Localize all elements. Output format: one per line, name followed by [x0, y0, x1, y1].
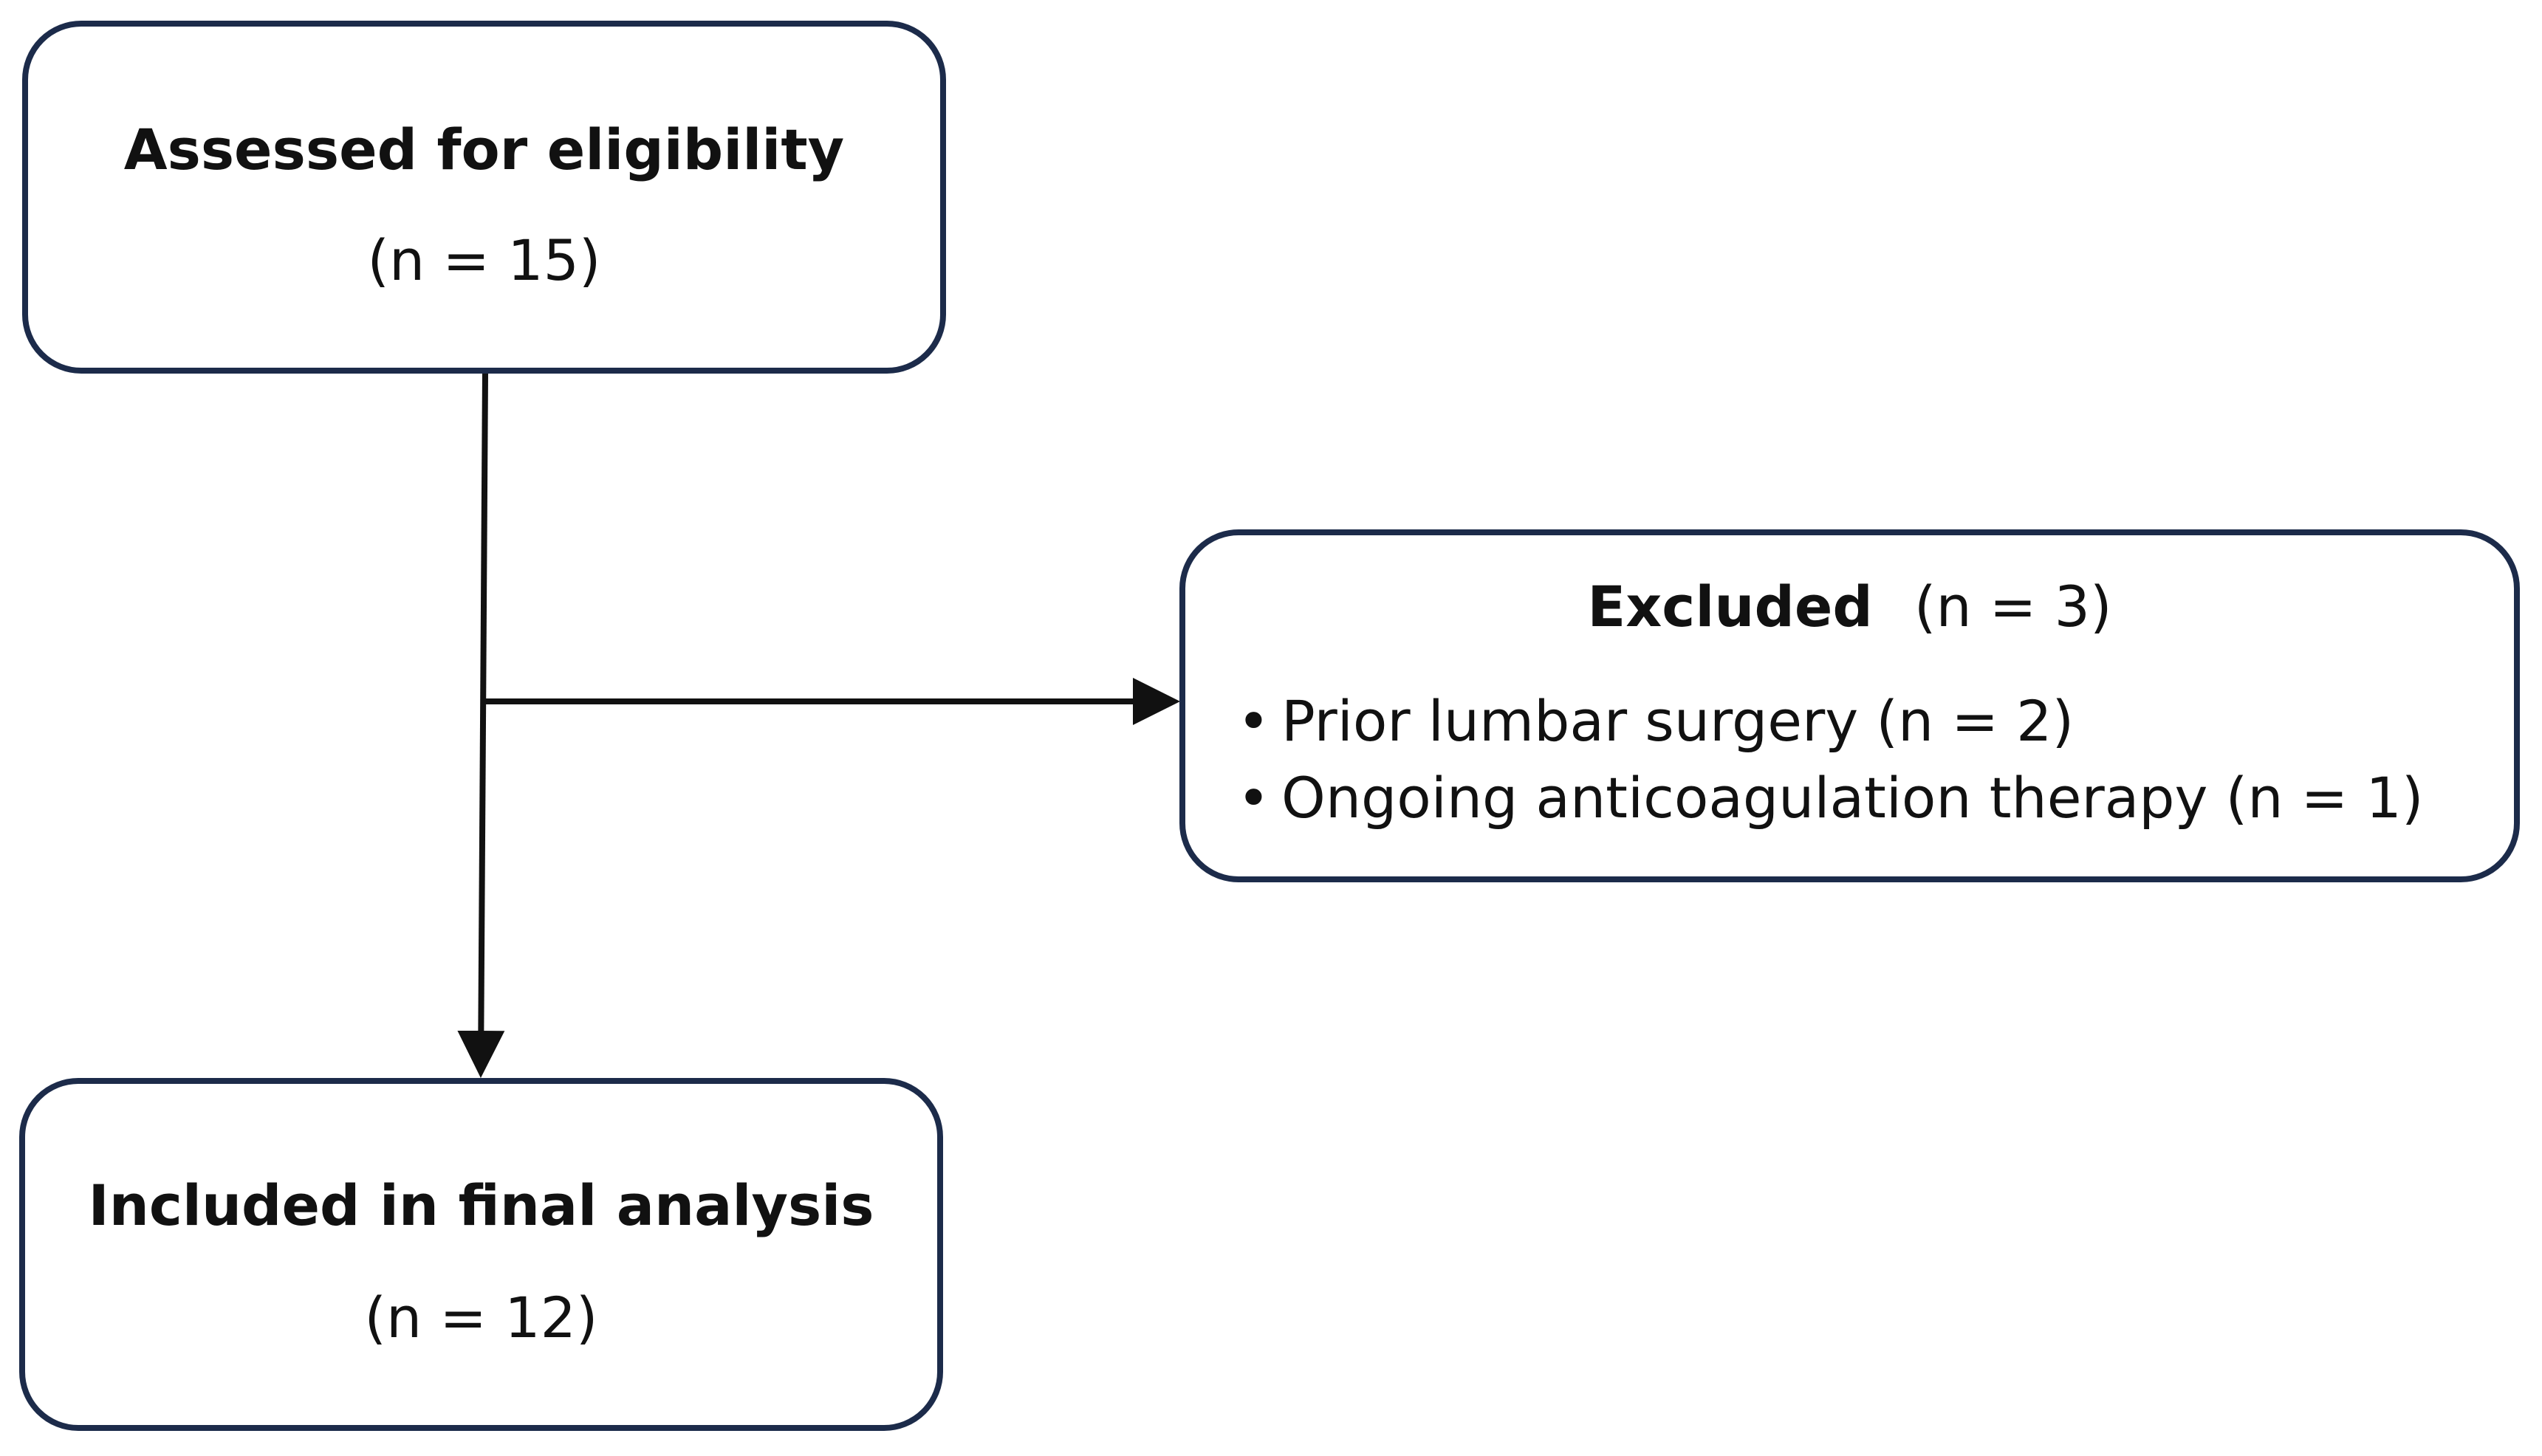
excluded-header: Excluded (n = 3)	[1185, 574, 2514, 640]
excluded-title: Excluded	[1587, 574, 1873, 639]
included-box: Included in final analysis (n = 12)	[19, 1078, 943, 1431]
excluded-count: (n = 3)	[1914, 574, 2112, 639]
exclusion-reason: •Ongoing anticoagulation therapy (n = 1)	[1237, 760, 2424, 837]
bullet-icon: •	[1237, 765, 1270, 831]
included-count: (n = 12)	[364, 1285, 598, 1350]
exclusion-reason-text: Prior lumbar surgery (n = 2)	[1281, 688, 2075, 754]
exclusion-reason-text: Ongoing anticoagulation therapy (n = 1)	[1281, 765, 2424, 831]
exclusion-reasons-list: •Prior lumbar surgery (n = 2) •Ongoing a…	[1237, 683, 2424, 837]
assessed-box: Assessed for eligibility (n = 15)	[22, 21, 946, 374]
assessed-count: (n = 15)	[367, 227, 601, 293]
exclusion-reason: •Prior lumbar surgery (n = 2)	[1237, 683, 2424, 760]
assessed-title: Assessed for eligibility	[123, 117, 845, 182]
included-title: Included in final analysis	[88, 1172, 874, 1238]
bullet-icon: •	[1237, 688, 1270, 754]
excluded-box: Excluded (n = 3) •Prior lumbar surgery (n…	[1179, 529, 2520, 882]
main-flow-arrow	[457, 373, 505, 1078]
